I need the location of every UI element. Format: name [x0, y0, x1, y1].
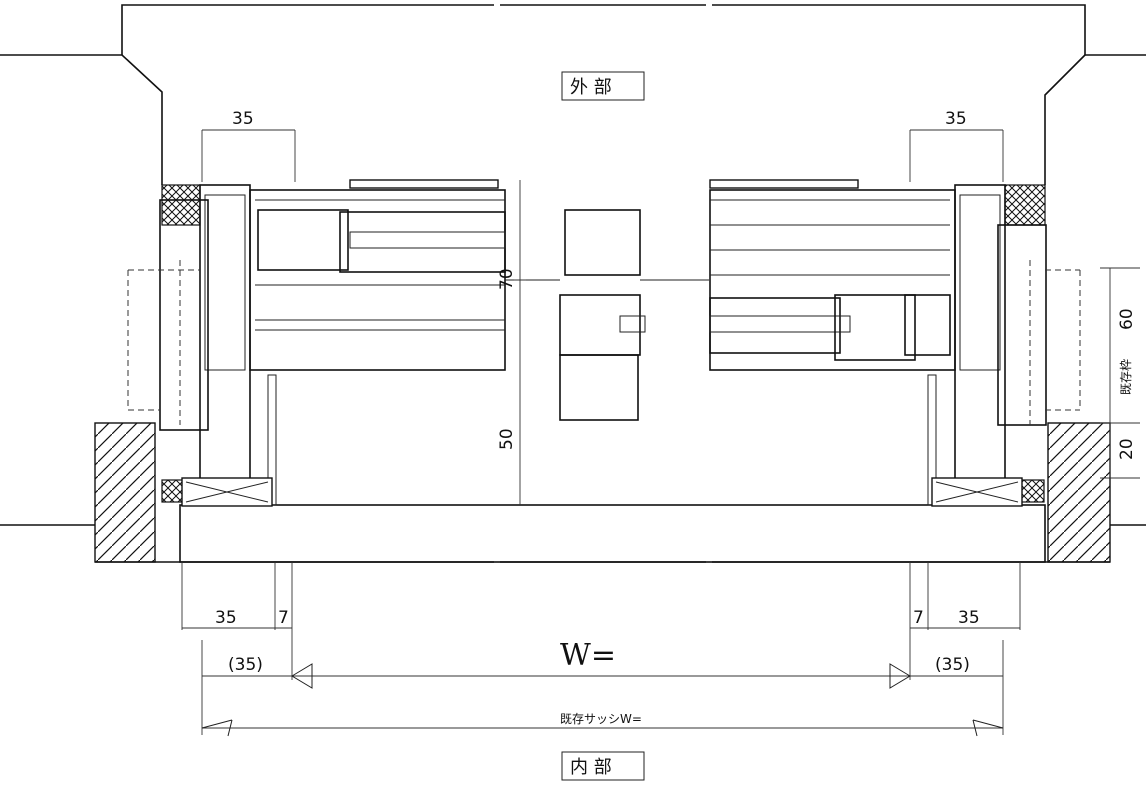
top-dimensions	[201, 129, 1004, 182]
dim-right-60: 60	[1117, 308, 1137, 330]
wood-sill-left	[94, 422, 156, 563]
dim-center-70: 70	[497, 268, 517, 290]
center-vertical-dimension	[514, 180, 526, 505]
dim-right-20: 20	[1117, 438, 1137, 460]
interior-label: 内 部	[570, 757, 612, 778]
left-frame	[159, 184, 506, 507]
dim-bottom-left-7: 7	[278, 608, 289, 628]
existing-frame-right	[1029, 260, 1081, 425]
exterior-label: 外 部	[570, 77, 612, 98]
right-dimensions	[1100, 267, 1140, 479]
dim-center-50: 50	[497, 428, 517, 450]
existing-sash-w-label: 既存サッシW=	[560, 712, 642, 726]
center-mullion	[505, 209, 709, 421]
interior-label-box: 内 部	[561, 751, 645, 781]
dim-top-right-35: 35	[945, 109, 967, 129]
break-lines	[494, 0, 712, 787]
wood-sill-right	[1047, 422, 1111, 563]
exterior-label-box: 外 部	[561, 71, 645, 101]
sill-board	[179, 504, 1046, 563]
dim-paren-right-35: (35)	[935, 655, 970, 675]
left-sash-glazing	[257, 179, 506, 273]
existing-frame-left	[127, 260, 200, 425]
dim-top-left-35: 35	[232, 109, 254, 129]
sealant-blocks	[161, 184, 1046, 503]
dim-bottom-right-35: 35	[958, 608, 980, 628]
right-frame	[709, 179, 1047, 507]
dim-paren-left-35: (35)	[228, 655, 263, 675]
bottom-dimensions	[181, 562, 1021, 737]
right-sash-glazing	[709, 294, 951, 361]
existing-frame-label: 既存枠	[1119, 359, 1133, 395]
width-w-label: W=	[560, 638, 616, 673]
dim-bottom-left-35: 35	[215, 608, 237, 628]
dim-bottom-right-7: 7	[913, 608, 924, 628]
